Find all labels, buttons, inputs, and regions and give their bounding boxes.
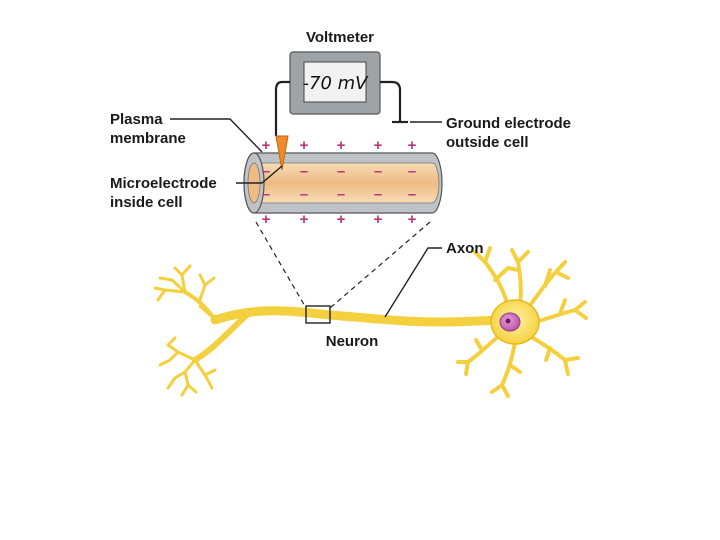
axoplasm (253, 162, 440, 204)
minus-charge: – (374, 163, 382, 180)
minus-charge: – (262, 163, 270, 180)
plus-charge: + (408, 137, 417, 154)
axon-branch-lower (192, 309, 253, 363)
plus-charge: + (262, 137, 271, 154)
minus-charge: – (374, 186, 382, 203)
nucleolus (505, 318, 511, 324)
ground-wire (380, 80, 402, 122)
axon-terminals-upper (153, 264, 192, 302)
minus-charge: – (408, 186, 416, 203)
voltmeter-label: Voltmeter (306, 29, 374, 46)
plus-charge: + (300, 137, 309, 154)
zoom-line-right (329, 221, 431, 309)
microelectrode-label-line1: Microelectrode (110, 175, 217, 192)
dendrite (533, 298, 588, 324)
plus-charge: + (337, 211, 346, 228)
neuron-label: Neuron (326, 333, 379, 350)
axon-segment (243, 152, 443, 214)
ground-electrode-label-line1: Ground electrode (446, 115, 571, 132)
axon-terminals-upper (198, 273, 222, 320)
microelectrode-leader (236, 165, 283, 184)
plasma-membrane-label-line2: membrane (110, 130, 186, 147)
inside-charges-bottom: – – – – – (262, 186, 416, 203)
plus-charge: + (408, 211, 417, 228)
voltmeter-display (303, 61, 367, 103)
microelectrode (275, 135, 289, 171)
dendrite (526, 260, 570, 310)
plasma-membrane-label-line1: Plasma (110, 111, 163, 128)
plus-charge: + (262, 211, 271, 228)
minus-charge: – (337, 186, 345, 203)
zoom-line-left (255, 221, 307, 309)
dendrite (456, 333, 502, 376)
plus-charge: + (337, 137, 346, 154)
dendrite (528, 334, 580, 376)
minus-charge: – (337, 163, 345, 180)
neuron (153, 246, 588, 398)
dendrite (490, 340, 522, 398)
plus-charge: + (374, 211, 383, 228)
dendrite (473, 246, 520, 317)
outside-charges-top: + + + + + (262, 137, 417, 154)
minus-charge: – (300, 163, 308, 180)
dendrite (510, 248, 530, 307)
axon-fiber (210, 306, 510, 327)
voltmeter: -70 mV (289, 51, 381, 115)
plasma-membrane-leader (170, 118, 263, 153)
minus-charge: – (300, 186, 308, 203)
electrode-wire (274, 80, 290, 136)
outside-charges-bottom: + + + + + (262, 211, 417, 228)
inside-charges-top: – – – – – (262, 163, 416, 180)
ground-electrode-label-line2: outside cell (446, 134, 529, 151)
minus-charge: – (262, 186, 270, 203)
axon-leader (384, 247, 442, 318)
plus-charge: + (300, 211, 309, 228)
minus-charge: – (408, 163, 416, 180)
axon-label: Axon (446, 240, 484, 257)
voltmeter-reading: -70 mV (303, 73, 370, 94)
zoom-box (305, 305, 331, 324)
microelectrode-label-line2: inside cell (110, 194, 183, 211)
plus-charge: + (374, 137, 383, 154)
axon-terminals-lower (158, 336, 217, 397)
